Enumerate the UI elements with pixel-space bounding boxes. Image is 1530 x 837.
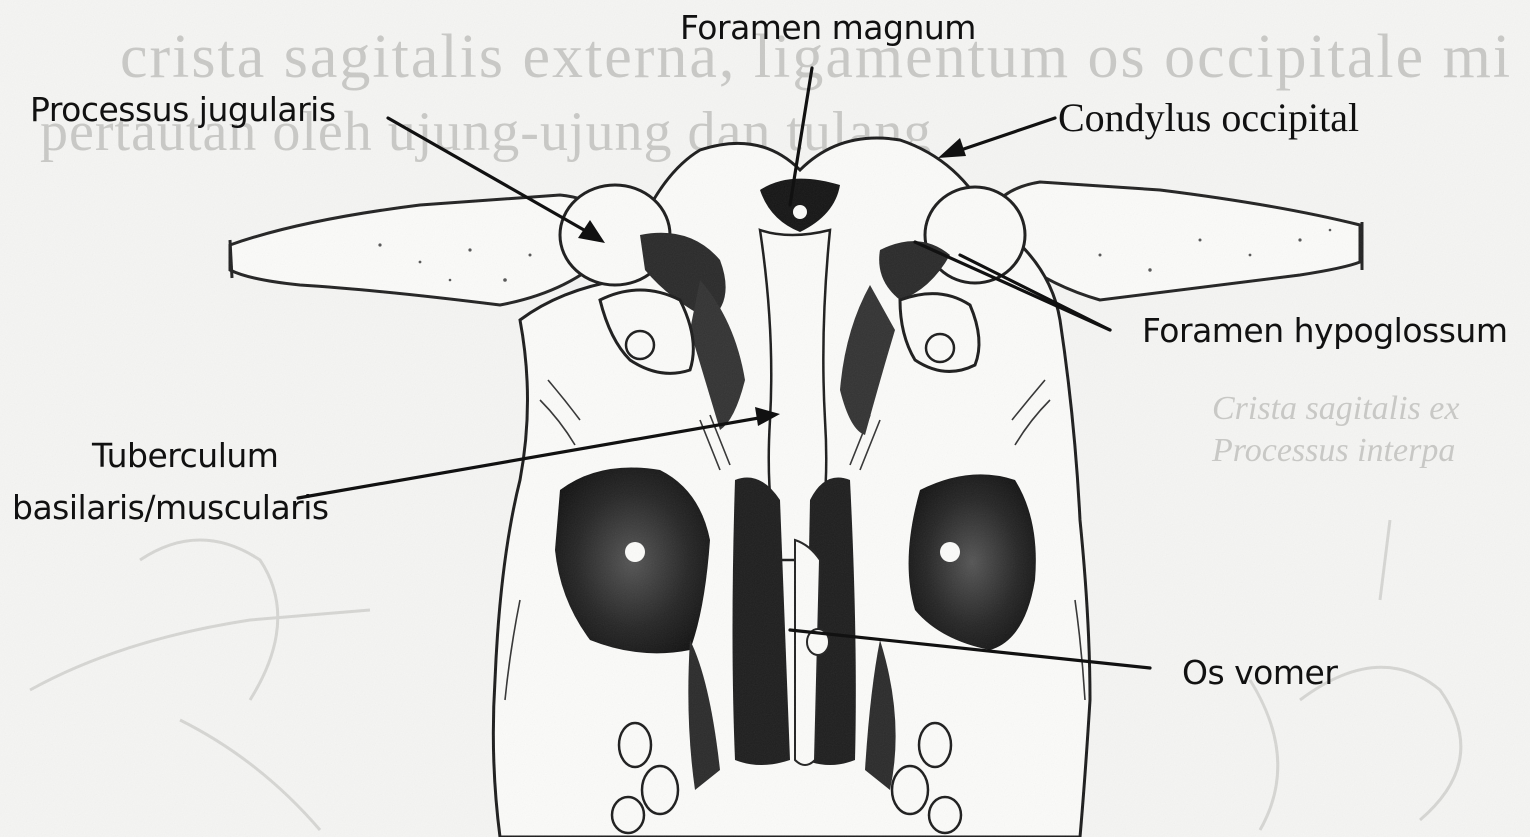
label-foramen-hypoglossum: Foramen hypoglossum xyxy=(1142,313,1507,349)
label-condylus-occipital: Condylus occipital xyxy=(1058,96,1359,140)
label-tuberculum-line2: basilaris/muscularis xyxy=(12,490,329,526)
label-tuberculum-line1: Tuberculum xyxy=(92,438,278,474)
label-foramen-magnum: Foramen magnum xyxy=(680,10,976,46)
label-processus-jugularis: Processus jugularis xyxy=(30,92,336,128)
label-os-vomer: Os vomer xyxy=(1182,655,1337,691)
